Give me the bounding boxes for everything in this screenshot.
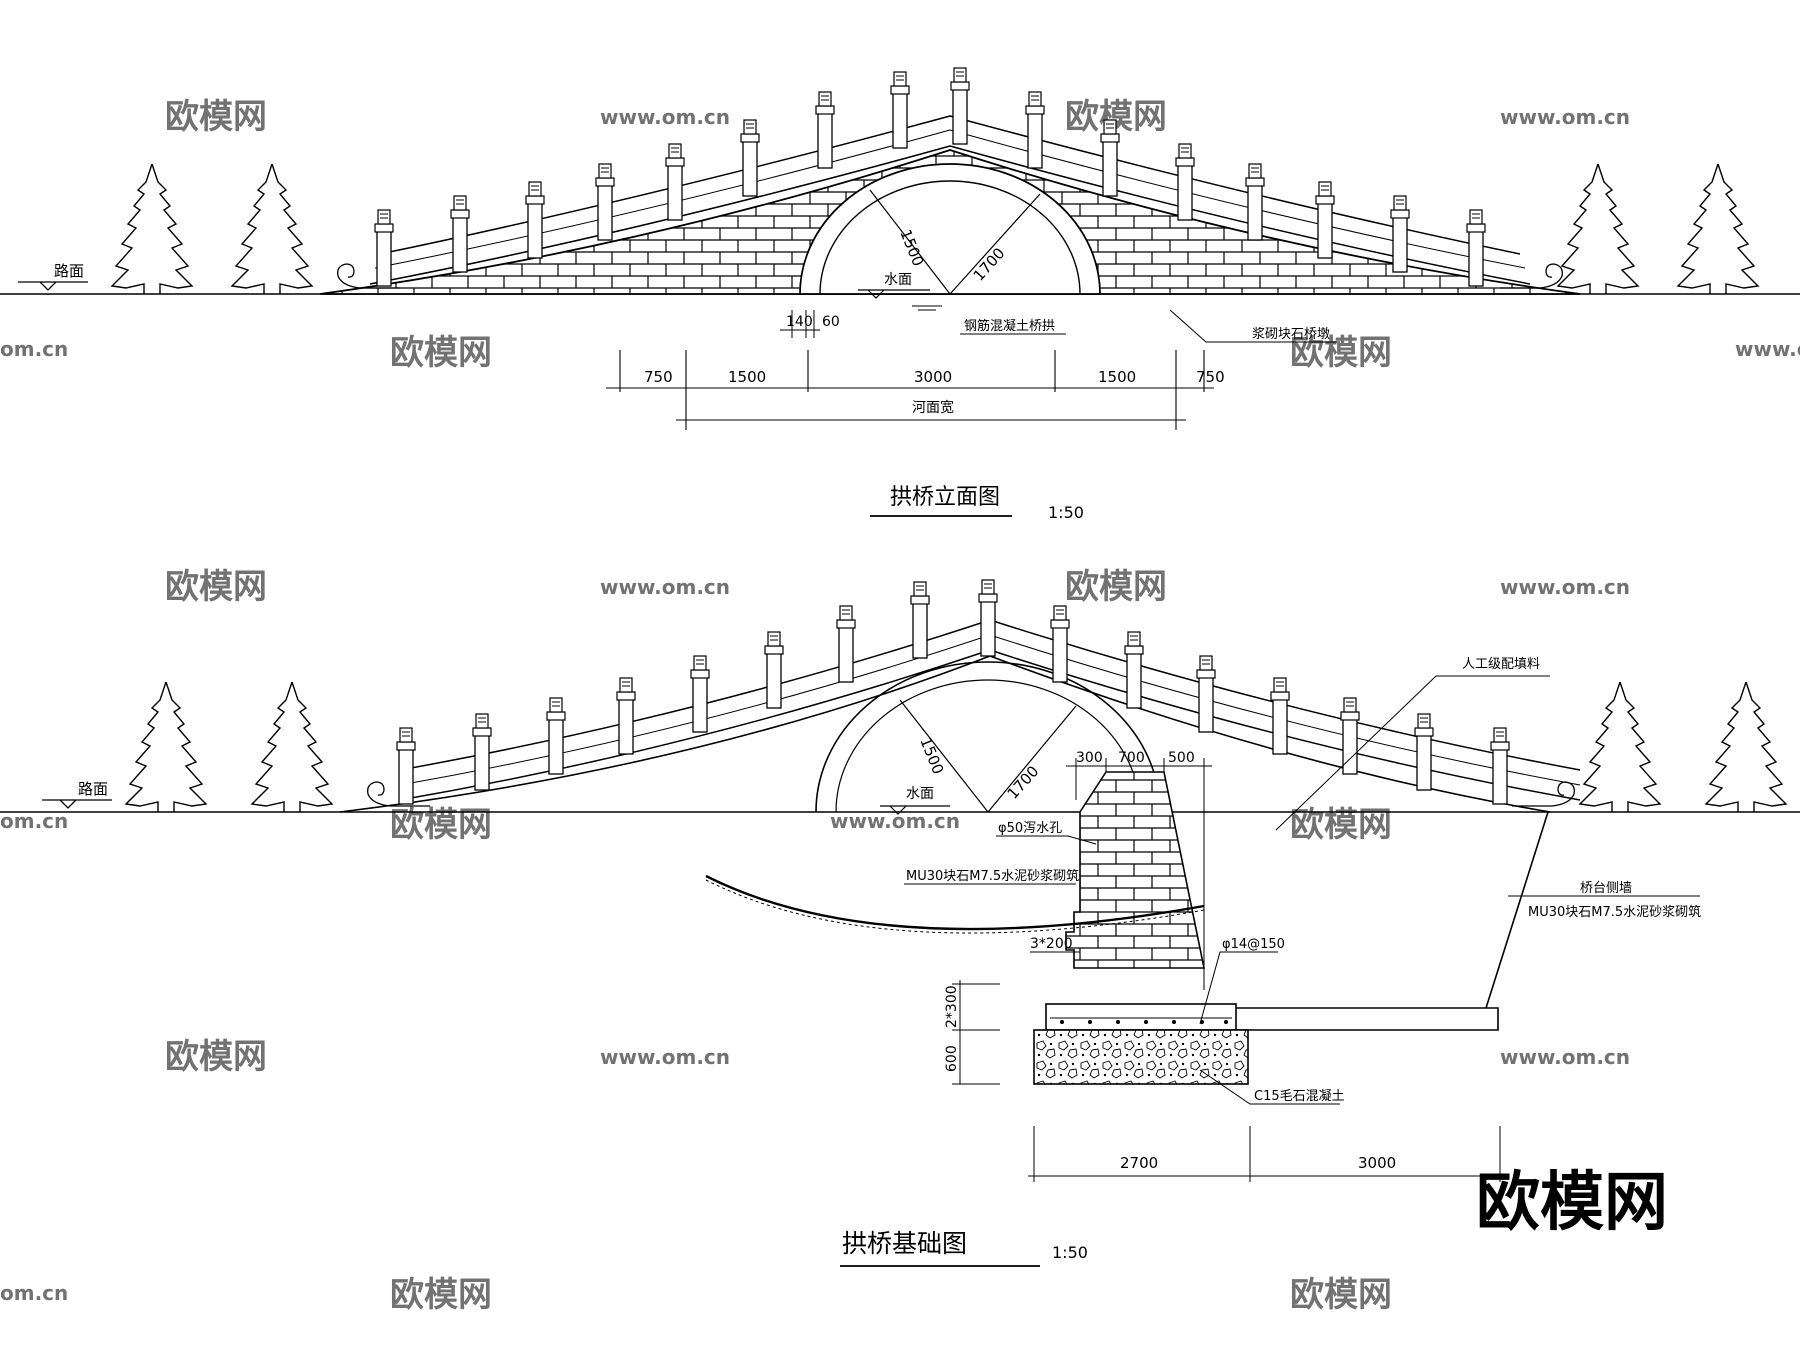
tree-icon [251, 681, 333, 813]
watermark-url: om.cn [0, 809, 68, 833]
railing-mid-rail [374, 129, 1526, 269]
foundation-scale: 1:50 [1052, 1243, 1088, 1262]
dim-1500-left: 1500 [728, 368, 766, 386]
watermark-url: www.om.cn [1500, 105, 1630, 129]
railing-end-scroll [1511, 781, 1575, 807]
foundation-title: 拱桥基础图 [842, 1229, 967, 1258]
bridge-deck-body [339, 655, 1551, 813]
watermark-brand: 欧模网 [165, 1037, 267, 1077]
tree-icon [1705, 681, 1787, 813]
watermark-url: www.om.cn [830, 809, 960, 833]
watermark-brand: 欧模网 [390, 333, 492, 373]
rebar-spacing-label: φ14@150 [1222, 937, 1285, 952]
watermark-brand: 欧模网 [165, 97, 267, 137]
watermark-brand: 欧模网 [390, 1275, 492, 1315]
abutment-top-dims [1066, 758, 1212, 990]
side-wall-masonry-label: MU30块石M7.5水泥砂浆砌筑 [1528, 904, 1701, 920]
tree-icon [1557, 163, 1639, 295]
concrete-label: C15毛石混凝土 [1254, 1088, 1345, 1104]
arch-thickness-dim: 140 60 [780, 310, 840, 338]
watermark-url: om.cn [0, 337, 68, 361]
railing-bottom-rail [369, 145, 1531, 285]
watermark-brand: 欧模网 [1065, 567, 1167, 607]
drain-hole-label: φ50泻水孔 [998, 821, 1062, 836]
foundation-view: 路面 1500 [0, 579, 1800, 1267]
railing-posts [396, 579, 1510, 805]
watermark-url: www.om.cn [600, 105, 730, 129]
dim-750-right: 750 [1196, 368, 1225, 386]
height-dim-2x300: 2*300 [944, 985, 960, 1028]
watermark-brand: 欧模网 [1290, 333, 1392, 373]
tree-icon [231, 163, 313, 295]
rebar-dots [1060, 1020, 1228, 1024]
dim-1500-right: 1500 [1098, 368, 1136, 386]
watermark-url: www.om.cn [1500, 1045, 1630, 1069]
dim-500: 500 [1168, 750, 1195, 766]
watermark-url: www.om.cn [600, 1045, 730, 1069]
watermark-url: www.om.cn [1500, 575, 1630, 599]
railing-top-rail [379, 115, 1521, 255]
elevation-scale: 1:50 [1048, 503, 1084, 522]
base-width-dims [1028, 1126, 1504, 1182]
height-dim-600: 600 [944, 1045, 960, 1072]
masonry-label: MU30块石M7.5水泥砂浆砌筑 [906, 868, 1079, 884]
watermark-url: om.cn [0, 1281, 68, 1305]
dim-2700: 2700 [1120, 1154, 1158, 1172]
side-wall-label: 桥台侧墙 [1580, 881, 1632, 896]
dim-300: 300 [1076, 750, 1103, 766]
elevation-title: 拱桥立面图 [890, 485, 1000, 510]
step-dim-label: 3*200 [1030, 936, 1073, 952]
watermark-url: www.om.cn [1735, 337, 1800, 361]
elevation-dimension-chain [606, 350, 1214, 430]
water-label: 水面 [906, 786, 934, 802]
fill-material-label: 人工级配填料 [1462, 657, 1540, 672]
watermark-brand: 欧模网 [165, 567, 267, 607]
arch-inner [835, 679, 1141, 813]
pier-material-label: 浆砌块石桥墩 [1252, 327, 1330, 342]
tree-icon [111, 163, 193, 295]
rebar-slab [1045, 1003, 1237, 1031]
water-level-marker: 水面 [880, 786, 950, 815]
tree-icon [1677, 163, 1759, 295]
radius-inner-label: 1500 [916, 735, 947, 777]
arch-ring [815, 661, 1161, 813]
dim-3000: 3000 [1358, 1154, 1396, 1172]
dim-700: 700 [1118, 750, 1145, 766]
side-wall-line [1485, 811, 1549, 1009]
watermark-brand: 欧模网 [1290, 805, 1392, 845]
road-label: 路面 [54, 262, 84, 280]
watermark-layer: 欧模网 www.om.cn 欧模网 www.om.cn om.cn 欧模网 欧模… [0, 97, 1800, 1315]
svg-text:60: 60 [822, 314, 840, 330]
road-label: 路面 [78, 780, 108, 798]
arch-material-label: 钢筋混凝土桥拱 [964, 318, 1055, 334]
arch-ring [819, 180, 1081, 295]
tree-icon [1579, 681, 1661, 813]
road-level-marker: 路面 [18, 262, 88, 291]
watermark-brand: 欧模网 [1290, 1275, 1392, 1315]
height-dims [952, 980, 1000, 1085]
elevation-view: 路面 [0, 67, 1800, 522]
watermark-brand: 欧模网 [390, 805, 492, 845]
brand-logo: 欧模网 [1476, 1166, 1668, 1240]
road-level-marker: 路面 [42, 780, 112, 809]
dim-750-left: 750 [644, 368, 673, 386]
abutment-masonry [1065, 771, 1205, 969]
radius-outer-label: 1700 [1004, 762, 1043, 802]
river-width-label: 河面宽 [912, 399, 954, 416]
tree-icon [125, 681, 207, 813]
concrete-footing [1033, 1029, 1249, 1085]
water-label: 水面 [884, 272, 912, 288]
watermark-url: www.om.cn [600, 575, 730, 599]
dim-3000: 3000 [914, 368, 952, 386]
excavation-curve [705, 874, 1205, 931]
svg-text:140: 140 [786, 314, 813, 330]
water-level-marker: 水面 [858, 272, 942, 311]
